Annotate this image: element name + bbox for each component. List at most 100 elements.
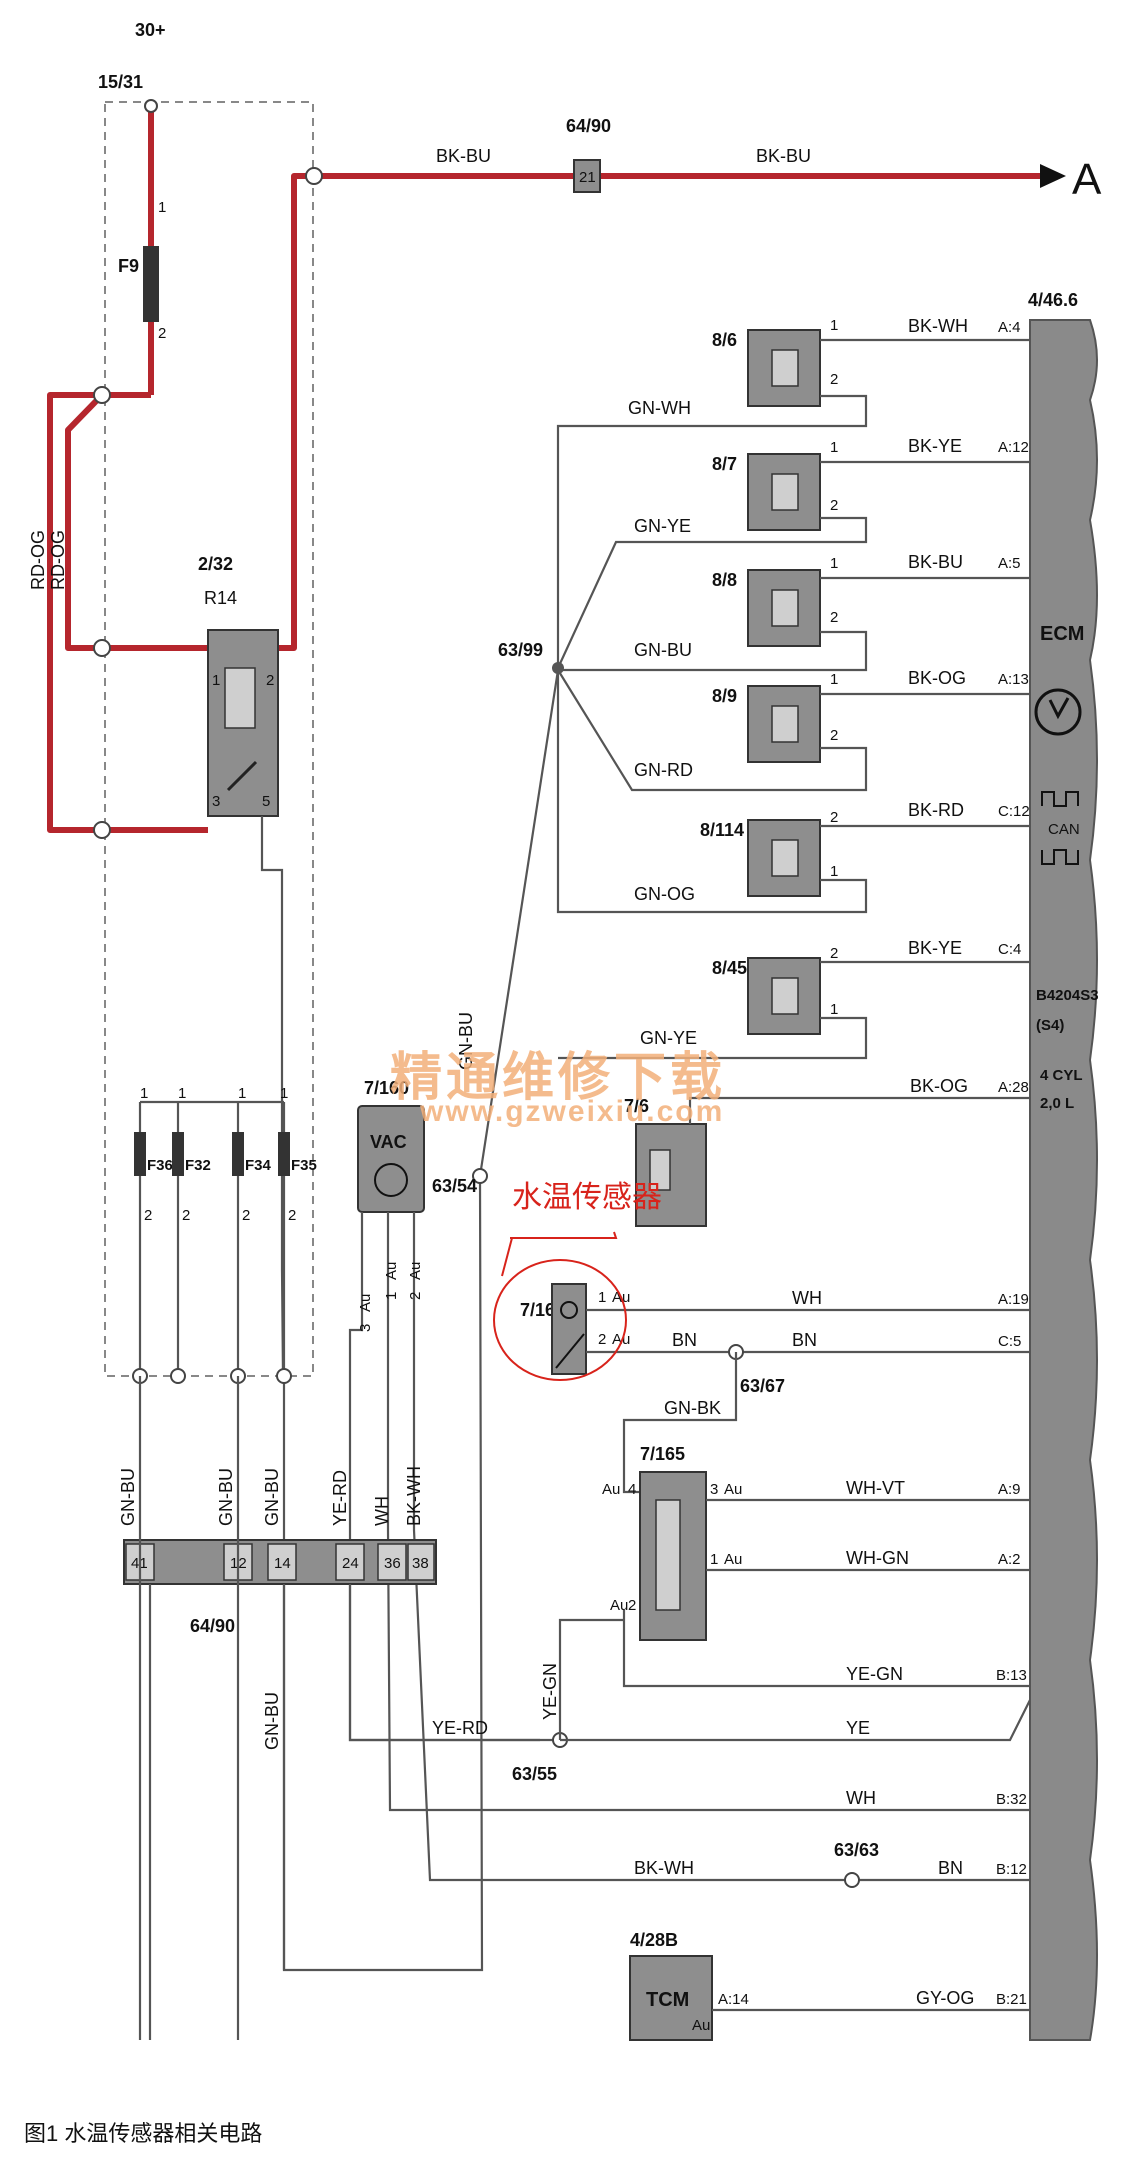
svg-text:2: 2	[182, 1207, 190, 1224]
svg-text:1: 1	[238, 1085, 246, 1102]
injector-8-8: 8/8 1 2 BK-BU A:5	[712, 552, 1021, 647]
svg-text:24: 24	[342, 1555, 359, 1572]
lower-vertical-wires	[138, 1376, 286, 2040]
svg-text:F35: F35	[291, 1157, 317, 1174]
temp-sensor-pin1: 1	[598, 1289, 606, 1306]
node-power-2	[93, 639, 111, 657]
splice-63-63-label: 63/63	[834, 1840, 879, 1860]
svg-text:14: 14	[274, 1555, 291, 1572]
vac-pin-2-au: Au	[407, 1262, 424, 1280]
svg-text:F36: F36	[147, 1157, 173, 1174]
ecm-cyl: 4 CYL	[1040, 1067, 1083, 1084]
ecm-variant: (S4)	[1036, 1017, 1064, 1034]
svg-text:C:12: C:12	[998, 803, 1030, 820]
bk-bu-label-2: BK-BU	[756, 146, 811, 166]
ye-rd-v: YE-RD	[330, 1470, 350, 1526]
gn-bu-v-1: GN-BU	[118, 1468, 138, 1526]
sensor-note-leader	[501, 1237, 513, 1277]
throttle-wire3-label: WH-VT	[846, 1478, 905, 1498]
fuse-f32: 1 F32 2	[172, 1085, 211, 1376]
svg-text:BK-YE: BK-YE	[908, 938, 962, 958]
svg-text:2: 2	[830, 945, 838, 962]
relay-pin-1: 1	[212, 672, 220, 689]
gn-bu-v-3: GN-BU	[262, 1468, 282, 1526]
svg-text:BK-OG: BK-OG	[908, 668, 966, 688]
svg-text:1: 1	[178, 1085, 186, 1102]
gn-ye-label: GN-YE	[634, 516, 691, 536]
fuse-f9-pin2: 2	[158, 325, 166, 342]
vac-sensor	[357, 1105, 425, 1213]
ecm-b32: B:32	[996, 1791, 1027, 1808]
throttle-pin2: 2	[628, 1597, 636, 1614]
temp-sensor	[551, 1283, 587, 1375]
connector-pin-21: 21	[579, 169, 596, 186]
ecm-can: CAN	[1048, 821, 1080, 838]
sensor-note-underline	[510, 1231, 618, 1239]
svg-text:1: 1	[830, 1001, 838, 1018]
power-wires	[47, 106, 1045, 833]
bk-wh-label: BK-WH	[634, 1858, 694, 1878]
svg-text:A:4: A:4	[998, 319, 1021, 336]
node-power-1	[93, 386, 111, 404]
temp-sensor-highlight	[493, 1259, 627, 1381]
tcm-au: Au	[692, 2017, 710, 2034]
injector-8-6: 8/6 1 2 BK-WH A:4	[712, 316, 1021, 407]
gn-bu-v-2: GN-BU	[216, 1468, 236, 1526]
svg-text:1: 1	[830, 317, 838, 334]
svg-text:F32: F32	[185, 1157, 211, 1174]
gn-bu-v-lower: GN-BU	[262, 1692, 282, 1750]
bn-label: BN	[938, 1858, 963, 1878]
svg-text:BK-YE: BK-YE	[908, 436, 962, 456]
connector-64-90-top-label: 64/90	[566, 116, 611, 136]
svg-text:1: 1	[140, 1085, 148, 1102]
wh-label: WH	[846, 1788, 876, 1808]
node-power-4	[305, 167, 323, 185]
ye-gn-vertical-wire	[558, 1618, 624, 1740]
ye-label: YE	[846, 1718, 870, 1738]
relay-pin-5: 5	[262, 793, 270, 810]
svg-text:2: 2	[830, 809, 838, 826]
temp-sensor-symbol	[560, 1301, 578, 1319]
svg-text:1: 1	[830, 671, 838, 688]
node-30	[144, 99, 158, 113]
fuse-f9-label: F9	[118, 256, 139, 276]
splice-63-67-label: 63/67	[740, 1376, 785, 1396]
switch-7-6-wire-label: BK-OG	[910, 1076, 968, 1096]
rd-og-label-2: RD-OG	[48, 530, 68, 590]
throttle-pin4: 4	[628, 1481, 636, 1498]
ecm-symbol	[1034, 688, 1082, 736]
svg-text:8/9: 8/9	[712, 686, 737, 706]
connector-64-90-top	[573, 159, 601, 193]
rd-og-label-1: RD-OG	[28, 530, 48, 590]
arrow-a-head	[1040, 164, 1066, 188]
throttle-ecm3: A:9	[998, 1481, 1021, 1498]
svg-text:A:5: A:5	[998, 555, 1021, 572]
ecm-can-wave-2	[1041, 849, 1079, 865]
svg-text:2: 2	[830, 371, 838, 388]
tcm-ecm-pin: B:21	[996, 1991, 1027, 2008]
vac-pin-2: 2	[407, 1292, 424, 1300]
throttle-pin2-au: Au	[610, 1597, 628, 1614]
relay-pin-3: 3	[212, 793, 220, 810]
terminal-30-label: 30+	[135, 20, 166, 40]
svg-text:38: 38	[412, 1555, 429, 1572]
svg-text:1: 1	[830, 555, 838, 572]
vac-pin-3-au: Au	[357, 1294, 374, 1312]
svg-text:36: 36	[384, 1555, 401, 1572]
switch-7-6	[635, 1123, 707, 1227]
switch-7-6-pin: A:28	[998, 1079, 1029, 1096]
vac-pin-1: 1	[383, 1292, 400, 1300]
relay-r14-id: 2/32	[198, 554, 233, 574]
ye-wire	[560, 1699, 1031, 1742]
svg-text:2: 2	[830, 609, 838, 626]
svg-text:BK-WH: BK-WH	[908, 316, 968, 336]
ecm-disp: 2,0 L	[1040, 1095, 1074, 1112]
throttle-ecm-b13: B:13	[996, 1667, 1027, 1684]
temp-sensor-slash	[555, 1333, 585, 1369]
tcm-pin: A:14	[718, 1991, 749, 2008]
svg-text:1: 1	[830, 863, 838, 880]
gn-bk-label: GN-BK	[664, 1398, 721, 1418]
svg-text:8/8: 8/8	[712, 570, 737, 590]
ecm-symbol-needle	[1048, 697, 1070, 720]
throttle-wire1-label: WH-GN	[846, 1548, 909, 1568]
